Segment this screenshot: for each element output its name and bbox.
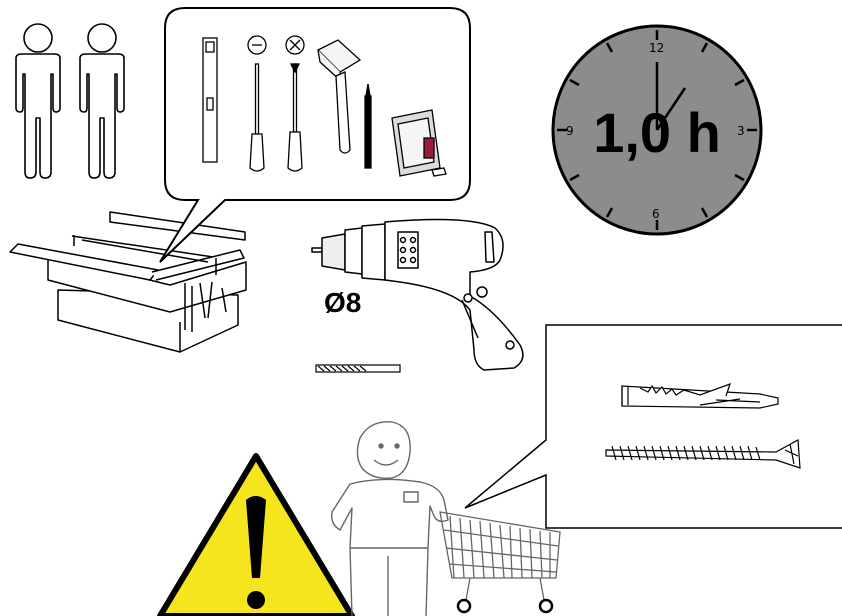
pencil-icon bbox=[364, 83, 372, 169]
mallet-icon bbox=[316, 39, 362, 154]
spirit-level-icon bbox=[202, 37, 218, 163]
warning-icon bbox=[157, 453, 355, 616]
person-icon bbox=[15, 23, 61, 179]
time-estimate-label: 1,0 h bbox=[593, 101, 721, 164]
flat-screwdriver-icon bbox=[247, 35, 267, 172]
toolbox-icon bbox=[9, 211, 247, 353]
tools-callout-bubble bbox=[159, 7, 471, 263]
clock-hour-hand bbox=[655, 87, 687, 131]
phillips-screwdriver-icon bbox=[285, 35, 305, 172]
clock-number-9: 9 bbox=[566, 124, 574, 138]
person-icon bbox=[79, 23, 125, 179]
tape-measure-icon bbox=[391, 109, 447, 177]
hardware-callout-box bbox=[464, 324, 842, 529]
clock-number-12: 12 bbox=[649, 41, 664, 55]
clock-number-3: 3 bbox=[737, 124, 745, 138]
shopper-icon bbox=[330, 421, 449, 616]
drill-icon bbox=[311, 218, 524, 371]
clock-icon: 12 3 6 9 1,0 h bbox=[551, 24, 763, 236]
clock-number-6: 6 bbox=[652, 207, 660, 221]
screw-icon bbox=[605, 439, 801, 469]
shopping-cart-icon bbox=[439, 511, 561, 614]
tools-set bbox=[202, 35, 447, 177]
wall-plug-icon bbox=[621, 383, 779, 409]
drill-bit-icon bbox=[315, 364, 401, 373]
two-person-icon bbox=[15, 23, 125, 179]
drill-bit-size-label: Ø8 bbox=[324, 287, 361, 318]
